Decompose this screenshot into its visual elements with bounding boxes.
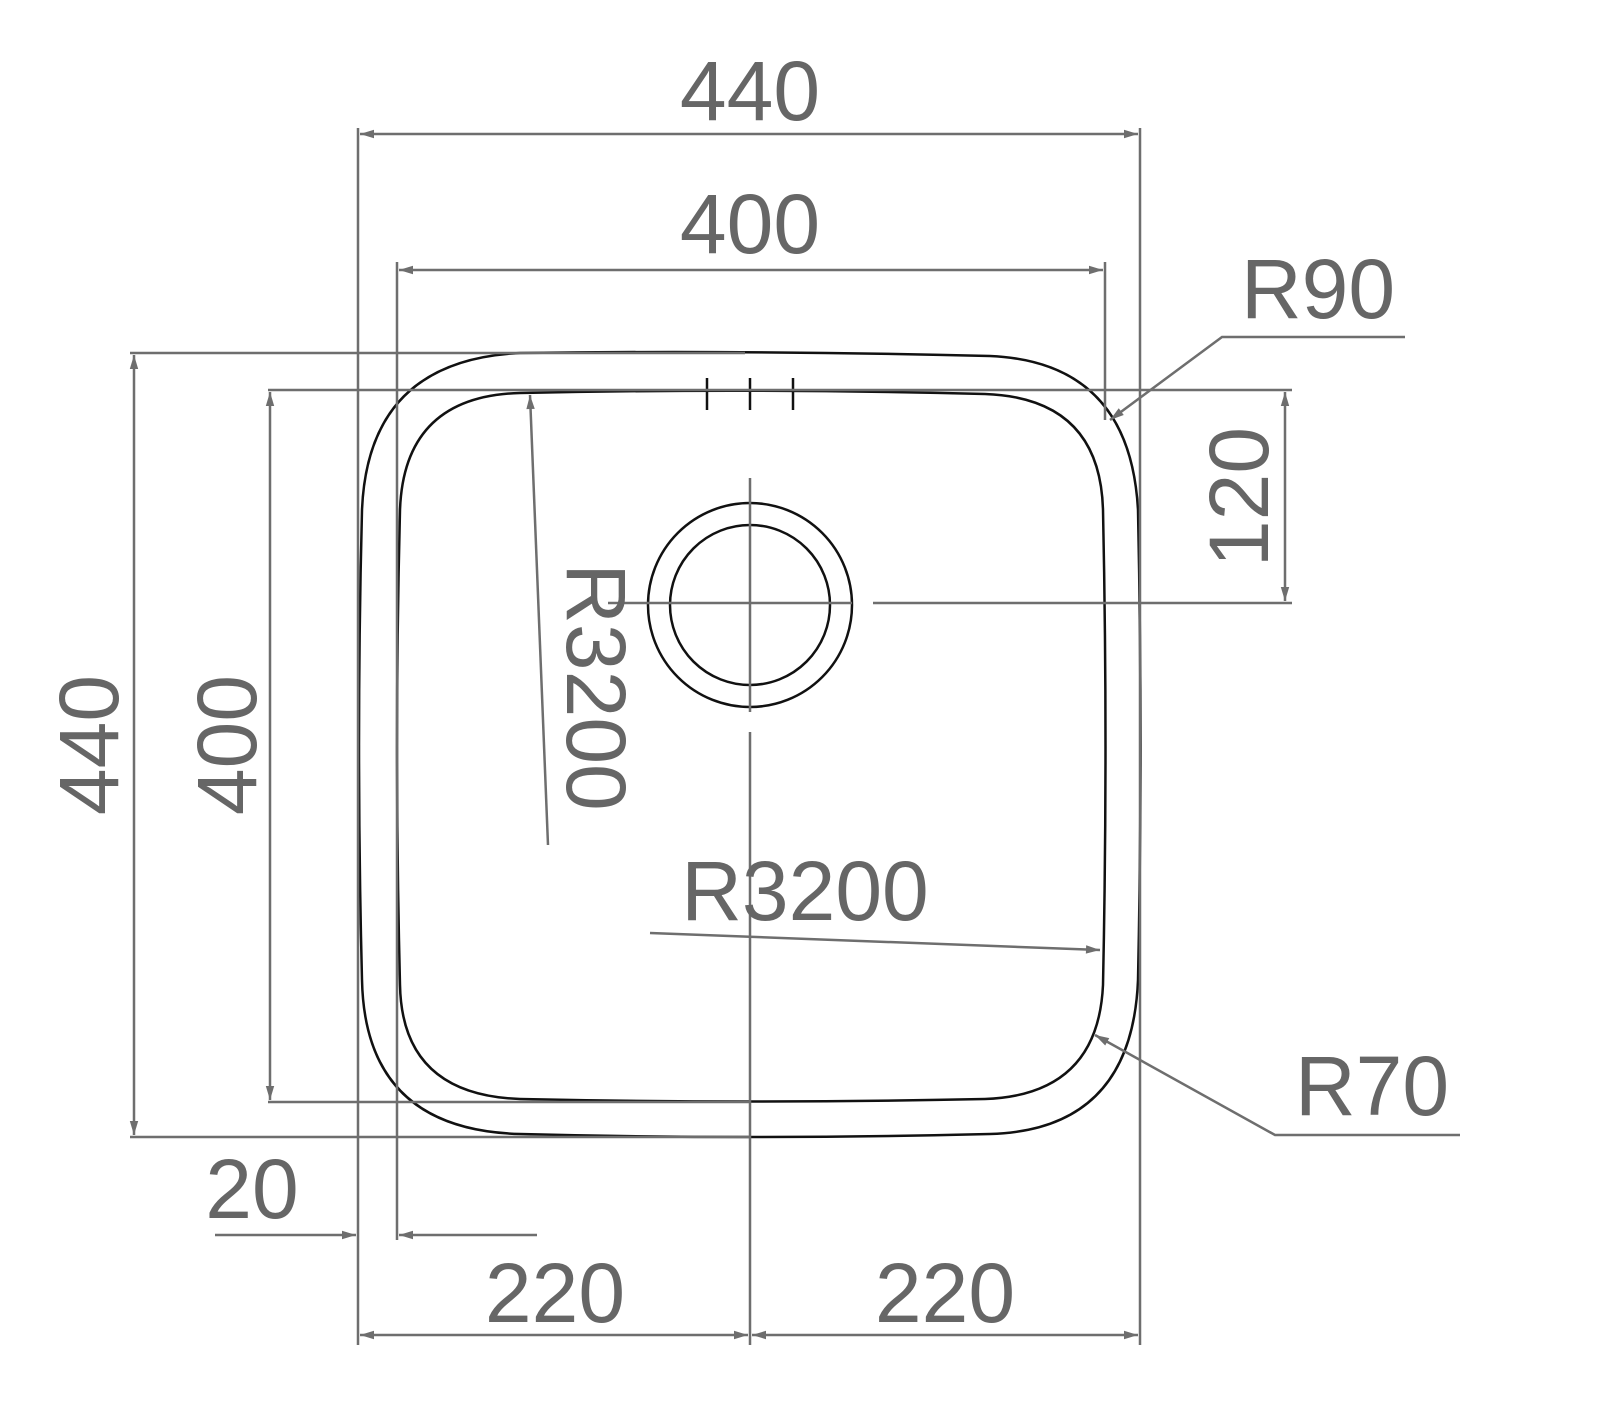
- right-half-label: 220: [875, 1246, 1015, 1340]
- outer-corner-radius-label: R90: [1241, 242, 1395, 336]
- drain-offset-label: 120: [1192, 427, 1286, 567]
- overall-width-label: 440: [680, 44, 820, 138]
- extension-lines: [130, 128, 1292, 1345]
- horizontal-curve-radius-label: R3200: [681, 844, 929, 938]
- overall-depth-label: 440: [42, 675, 136, 815]
- bowl-depth-label: 400: [180, 675, 274, 815]
- center-lines: [608, 378, 1292, 1345]
- vertical-curve-radius-label: R3200: [549, 563, 643, 811]
- inner-corner-radius-label: R70: [1295, 1039, 1449, 1133]
- bowl-width-label: 400: [680, 177, 820, 271]
- left-half-label: 220: [485, 1246, 625, 1340]
- dimension-lines: [129, 129, 1460, 1340]
- rim-offset-label: 20: [205, 1142, 298, 1236]
